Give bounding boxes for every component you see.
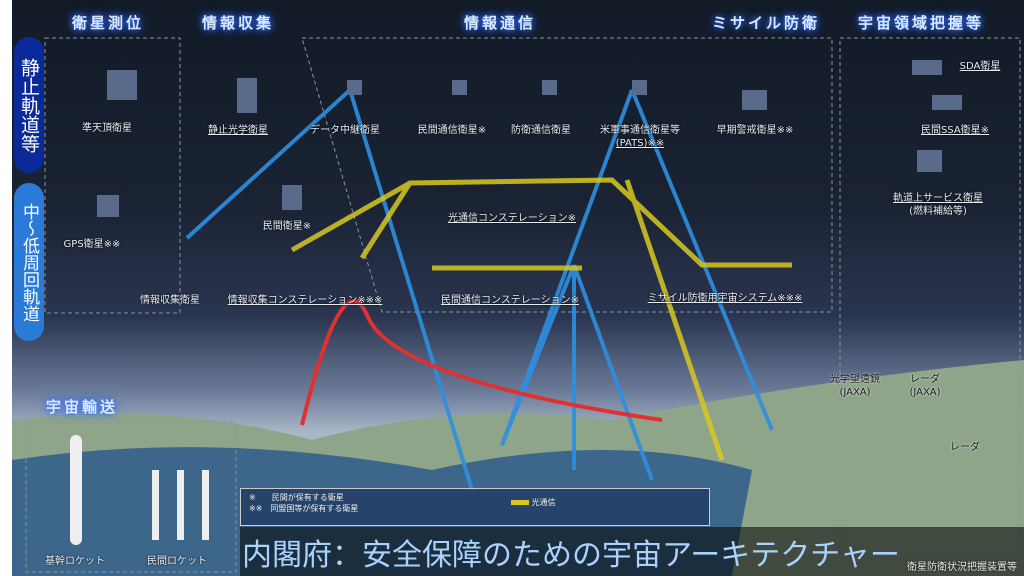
legend-optical: 光通信 xyxy=(511,497,556,508)
label-civil-const: 民間通信コンステレーション※ xyxy=(441,295,579,306)
heading-missile: ミサイル防衛 xyxy=(712,14,821,32)
label-igs: 情報収集衛星 xyxy=(140,295,200,306)
label-relay: データ中継衛星 xyxy=(310,125,380,136)
orbit-leo-label: 中〜低周回軌道 xyxy=(14,183,44,341)
label-gps: GPS衛星※※ xyxy=(63,239,121,250)
rockets xyxy=(70,435,209,545)
heading-transport: 宇宙輸送 xyxy=(46,398,119,416)
orbit-geo-label: 静止軌道等 xyxy=(14,37,44,173)
label-telescope: 光学望遠鏡 (JAXA) xyxy=(830,373,880,399)
radar-jaxa-name: レーダ xyxy=(909,374,940,385)
oos-name: 軌道上サービス衛星 xyxy=(893,193,983,204)
threat-trajectory xyxy=(300,299,663,426)
title-band xyxy=(240,527,1024,576)
telescope-org: (JAXA) xyxy=(839,387,871,398)
comms-box xyxy=(301,37,833,313)
label-qzss: 準天頂衛星 xyxy=(82,123,132,134)
label-geo-optical: 静止光学衛星 xyxy=(208,125,268,136)
optical-swatch xyxy=(511,500,529,505)
label-civil-sat: 民間衛星※ xyxy=(262,221,312,232)
label-missile-sys: ミサイル防衛用宇宙システム※※※ xyxy=(647,293,803,304)
label-h3: 基幹ロケット xyxy=(45,556,105,567)
label-oos: 軌道上サービス衛星 (燃料補給等) xyxy=(893,192,983,218)
positioning-box xyxy=(44,37,181,314)
legend-civil: ※ 民間が保有する衛星 xyxy=(249,493,344,502)
architecture-diagram: 衛星測位 情報収集 情報通信 ミサイル防衛 宇宙領域把握等 宇宙輸送 静止軌道等… xyxy=(12,0,1024,576)
heading-intel: 情報収集 xyxy=(202,14,275,32)
heading-comms: 情報通信 xyxy=(464,14,537,32)
satellite-icons xyxy=(97,60,962,217)
label-ssa-device: 衛星防衛状況把握装置等 xyxy=(907,562,1017,573)
label-optical-const: 光通信コンステレーション※ xyxy=(448,213,576,224)
telescope-name: 光学望遠鏡 xyxy=(830,374,880,385)
label-radar: レーダ xyxy=(950,442,980,453)
label-civil-ssa: 民間SSA衛星※ xyxy=(920,125,990,136)
label-defense-comms: 防衛通信衛星 xyxy=(511,125,571,136)
label-civil-rocket: 民間ロケット xyxy=(147,556,207,567)
legend-allied: ※※ 同盟国等が保有する衛星 xyxy=(249,504,359,513)
optical-links xyxy=(290,177,792,461)
pats-name: 米軍事通信衛星等 xyxy=(600,125,680,136)
label-intel-const: 情報収集コンステレーション※※※ xyxy=(227,295,383,306)
oos-note: (燃料補給等) xyxy=(909,206,967,217)
heading-positioning: 衛星測位 xyxy=(72,14,145,32)
label-sda: SDA衛星 xyxy=(959,61,1001,72)
radar-jaxa-org: (JAXA) xyxy=(909,387,941,398)
label-radar-jaxa: レーダ (JAXA) xyxy=(909,373,940,399)
label-early-warning: 早期警戒衛星※※ xyxy=(716,125,794,136)
rf-links xyxy=(185,88,774,491)
label-pats: 米軍事通信衛星等 (PATS)※※ xyxy=(600,124,680,150)
label-civil-comms: 民間通信衛星※ xyxy=(417,125,487,136)
pats-abbr: (PATS)※※ xyxy=(615,138,665,149)
heading-sda: 宇宙領域把握等 xyxy=(858,14,985,32)
transport-box xyxy=(25,421,237,573)
legend-optical-label: 光通信 xyxy=(531,498,556,507)
legend: ※ 民間が保有する衛星 ※※ 同盟国等が保有する衛星 光通信 xyxy=(240,488,710,526)
page-title: 内閣府：安全保障のための宇宙アーキテクチャー xyxy=(242,538,900,573)
